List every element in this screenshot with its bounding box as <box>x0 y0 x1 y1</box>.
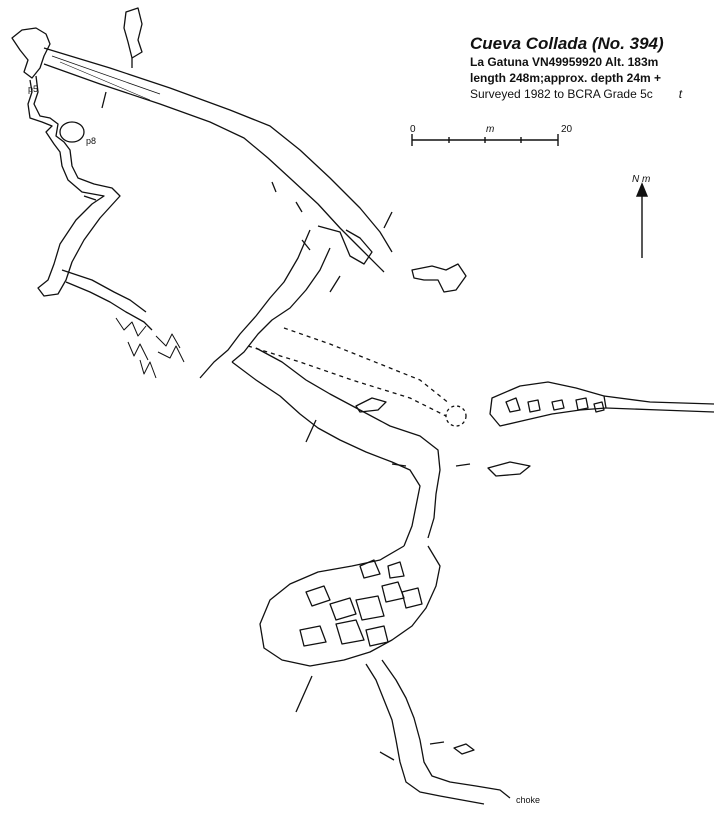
lower-chamber <box>259 545 441 667</box>
lower-western-passage <box>65 281 153 331</box>
upper-passage-south-wall <box>43 63 385 273</box>
middle-passage-east-wall <box>255 347 441 539</box>
scale-end-label: 20 <box>561 124 573 135</box>
survey-mark: t <box>678 87 683 101</box>
scale-bar <box>411 134 559 146</box>
pool-south <box>453 743 475 755</box>
location-line: La Gatuna VN49959920 Alt. 183m <box>470 55 659 69</box>
survey-line: Surveyed 1982 to BCRA Grade 5c <box>470 87 653 101</box>
east-chamber <box>489 381 607 427</box>
isolated-chamber-east <box>411 263 467 293</box>
western-meander <box>27 75 121 297</box>
map-title-block: Cueva Collada (No. 394) La Gatuna VN4995… <box>470 34 710 102</box>
central-passage-east-wall <box>231 247 331 363</box>
survey-line-wrap: Surveyed 1982 to BCRA Grade 5c t <box>470 86 710 102</box>
sump-pool <box>355 397 387 413</box>
southern-passage-east-wall <box>381 659 511 799</box>
pool-east <box>487 461 531 477</box>
surface-feature <box>123 7 143 59</box>
dimensions-line: length 248m;approx. depth 24m + <box>470 71 662 85</box>
scale-start-label: 0 <box>410 124 416 135</box>
pitch-label-p8: p8 <box>86 136 97 146</box>
scale-unit-label: m <box>486 124 495 135</box>
north-arrow <box>635 182 649 258</box>
north-label: N m <box>632 174 651 185</box>
entrance-area <box>11 27 51 79</box>
pitch-label-p5: p5 <box>28 84 39 94</box>
central-passage-west-wall <box>199 229 311 379</box>
middle-passage-west-wall <box>231 361 421 547</box>
cave-title: Cueva Collada (No. 394) <box>470 34 664 53</box>
unsurveyed-link <box>283 327 451 405</box>
upper-passage-north-wall <box>43 47 393 253</box>
east-passage <box>603 395 714 405</box>
choke-label: choke <box>516 795 541 805</box>
southern-passage-west-wall <box>365 663 485 805</box>
